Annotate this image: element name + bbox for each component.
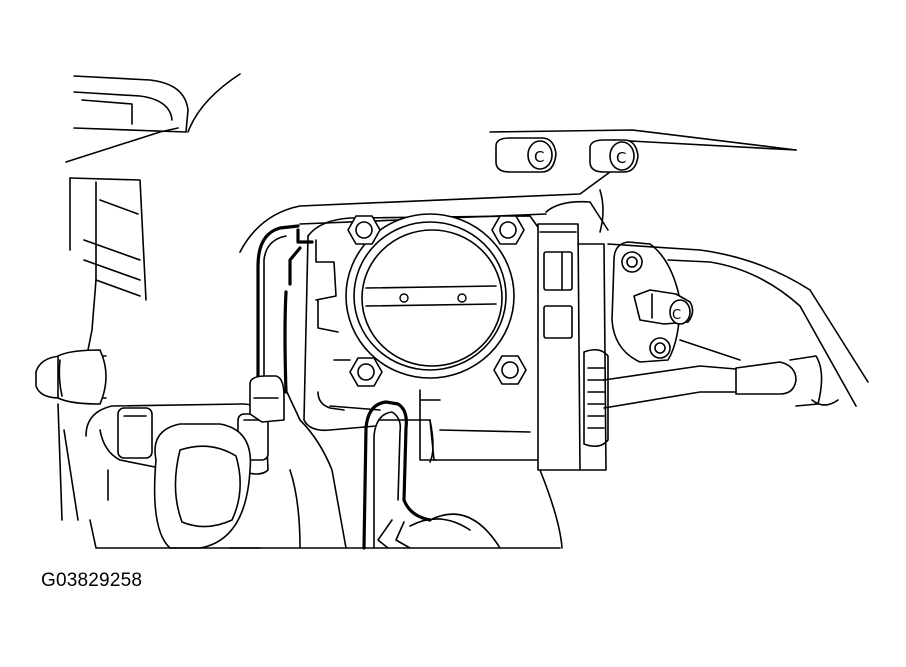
mount-bolt [349, 357, 383, 387]
mount-bolt [491, 215, 525, 245]
throttle-position-sensor [537, 223, 609, 471]
coolant-pipe [249, 224, 347, 549]
svg-text:C: C [616, 149, 626, 167]
mount-bolt [347, 215, 381, 245]
figure-code: G03829258 [41, 570, 143, 591]
lower-edge-lines [229, 469, 563, 549]
intake-plenum [65, 73, 241, 361]
left-hose-clamp [35, 349, 107, 521]
top-nut-left: C [495, 137, 557, 173]
lower-hose [362, 400, 501, 550]
right-hose [603, 243, 869, 409]
svg-text:C: C [672, 308, 681, 323]
top-nut-right: C [589, 139, 639, 173]
right-flange-fitting: C [611, 241, 694, 363]
mount-bolt [493, 355, 527, 385]
lower-left-bracket [85, 403, 269, 549]
svg-text:C: C [534, 148, 544, 166]
throttle-body [303, 213, 541, 463]
